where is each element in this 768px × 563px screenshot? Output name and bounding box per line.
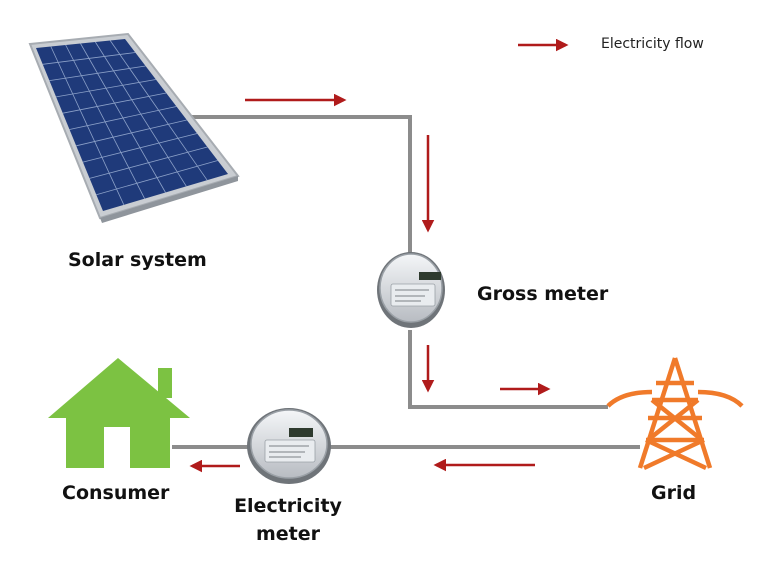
legend-label: Electricity flow — [601, 36, 704, 52]
consumer-label: Consumer — [62, 482, 170, 504]
grid-label: Grid — [651, 482, 697, 504]
transmission-tower-icon — [606, 357, 744, 471]
wire-solar-to-gross-meter — [190, 115, 412, 262]
electricity-meter-label-line1: Electricity — [234, 495, 342, 517]
gross-meter-label: Gross meter — [477, 283, 609, 305]
wires — [172, 115, 640, 449]
solar-system-label: Solar system — [68, 249, 207, 271]
flow-arrows — [189, 38, 569, 473]
electricity-meter-label: Electricity meter — [232, 492, 344, 548]
house-icon — [48, 358, 190, 468]
meter-icon — [247, 408, 331, 484]
wire-gross-meter-to-grid — [408, 330, 608, 409]
electricity-meter-label-line2: meter — [255, 523, 321, 545]
meter-icon — [377, 252, 445, 328]
solar-panel-icon — [28, 32, 240, 223]
